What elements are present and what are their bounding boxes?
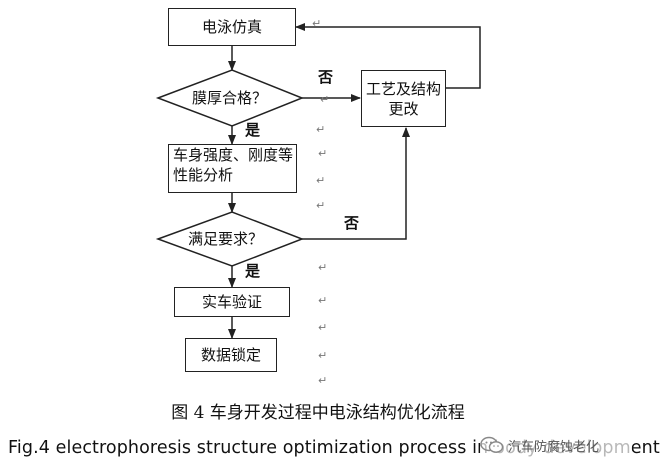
return-mark: ↵ (316, 199, 326, 212)
node-thickness-check-label: 膜厚合格？ (192, 89, 268, 107)
node-process-change-line2: 更改 (388, 99, 419, 118)
watermark: 汽车防腐蚀老化 (480, 430, 632, 460)
node-strength-analysis-line2: 性能分析 (173, 166, 234, 184)
return-mark: ↵ (318, 321, 328, 334)
node-data-lock-label: 数据锁定 (200, 346, 261, 364)
node-strength-analysis-line1: 车身强度、刚度等 (173, 146, 294, 164)
node-strength-analysis: 车身强度、刚度等 性能分析 (168, 144, 297, 193)
node-requirement-check-label: 满足要求？ (188, 230, 264, 248)
node-vehicle-verification-label: 实车验证 (201, 293, 262, 311)
return-mark: ↵ (318, 147, 328, 160)
wechat-icon (480, 436, 504, 453)
return-mark: ↵ (316, 123, 326, 136)
edge-label-yes-2: 是 (245, 262, 261, 280)
return-mark: ↵ (318, 261, 328, 274)
return-mark: ↵ (318, 294, 328, 307)
return-mark: ↵ (318, 374, 328, 387)
return-mark: ↵ (318, 349, 328, 362)
node-process-change: 工艺及结构 更改 (361, 70, 446, 127)
return-mark: ↵ (320, 93, 330, 106)
node-data-lock: 数据锁定 (185, 338, 277, 372)
arrow-check2-to-change (302, 127, 410, 240)
edge-label-yes-1: 是 (245, 121, 261, 139)
flowchart-canvas (155, 23, 481, 339)
watermark-text: 汽车防腐蚀老化 (508, 439, 600, 455)
arrow-change-to-simulation (295, 23, 481, 89)
return-mark: ↵ (312, 17, 322, 30)
node-vehicle-verification: 实车验证 (174, 287, 290, 317)
edge-label-no-2: 否 (344, 214, 360, 232)
edge-label-no-1: 否 (318, 68, 334, 86)
node-simulation: 电泳仿真 (168, 8, 296, 46)
node-process-change-line1: 工艺及结构 (365, 79, 441, 98)
return-mark: ↵ (316, 174, 326, 187)
node-simulation-label: 电泳仿真 (201, 18, 262, 36)
figure-caption-chinese: 图 4 车身开发过程中电泳结构优化流程 (171, 403, 465, 423)
